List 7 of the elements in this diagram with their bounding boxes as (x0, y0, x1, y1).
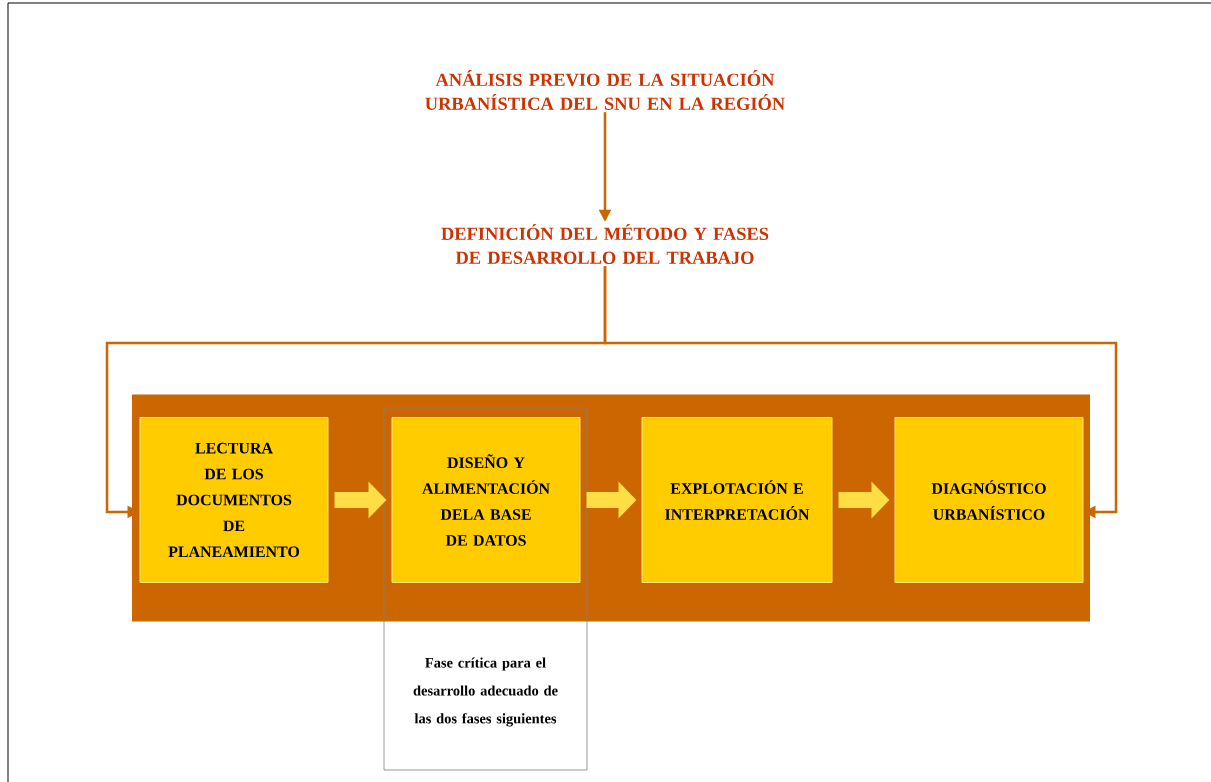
heading-text: ANÁLISIS PREVIO DE LA SITUACIÓN URBANÍSTICA DEL SNU EN LA REGIÓN (425, 70, 785, 110)
process-box: EXPLOTACIÓN E INTERPRETACIÓN (641, 417, 833, 583)
process-box: DISEÑO Y ALIMENTACIÓN DELA BASE DE DATOS (391, 417, 581, 583)
heading-text: DEFINICIÓN DEL MÉTODO Y FASES DE DESARROLLO DEL TRABAJO (441, 224, 769, 264)
process-box: DIAGNÓSTICO URBANÍSTICO (894, 417, 1084, 583)
process-box: LECTURA DE LOS DOCUMENTOS DE PLANEAMIENTO (139, 417, 329, 583)
arrow (603, 266, 1118, 519)
